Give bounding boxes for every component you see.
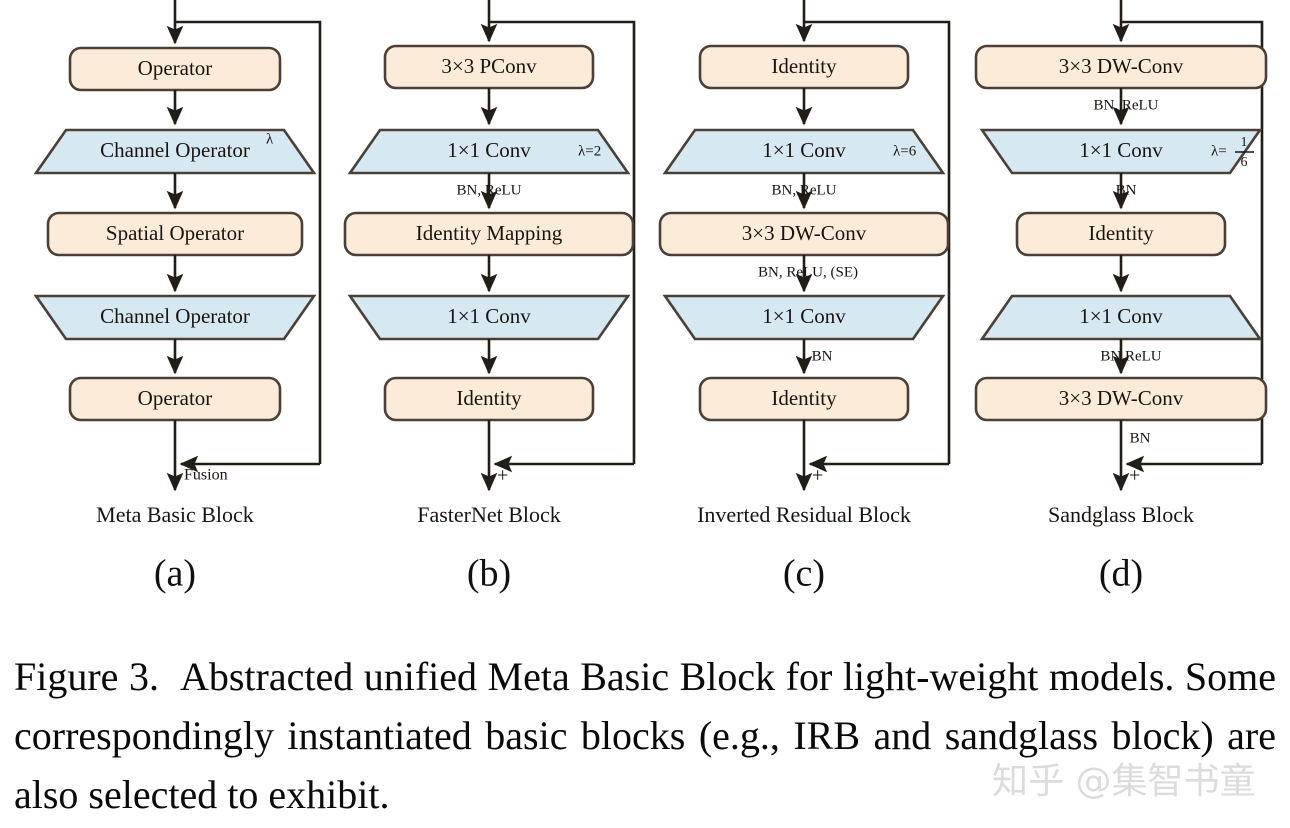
node-label: Identity [456, 386, 522, 410]
panel-letter: (c) [783, 553, 825, 595]
lambda-annotation: λ= [1211, 143, 1227, 159]
panel-letter: (a) [154, 553, 196, 595]
edge-label: BN, ReLU [457, 182, 522, 198]
residual-plus: + [1129, 465, 1140, 487]
node-label: Channel Operator [100, 304, 250, 328]
node-label: 1×1 Conv [1079, 304, 1163, 328]
panel-a-skip-path [175, 20, 322, 464]
node-label: Operator [138, 56, 213, 80]
node-conv1x1-expand[interactable] [662, 128, 946, 175]
node-conv1x1-narrow[interactable] [979, 128, 1263, 175]
figure-caption: Figure 3. Abstracted unified Meta Basic … [14, 648, 1276, 824]
residual-plus: + [497, 465, 508, 487]
panel-d: 3×3 DW-Conv BN, ReLU 1×1 Conv λ= 1 6 BN … [974, 0, 1268, 595]
node-label: Identity Mapping [416, 221, 563, 245]
node-label: 1×1 Conv [762, 304, 846, 328]
panel-a: Operator Channel Operator λ Spatial Oper… [33, 0, 322, 595]
node-label: Operator [138, 386, 213, 410]
lambda-fraction-group: λ= 1 6 [1211, 135, 1254, 170]
panel-b-skip-path [489, 20, 636, 464]
lambda-numerator: 1 [1241, 135, 1248, 150]
node-conv1x1-narrow[interactable] [662, 294, 946, 341]
lambda-denominator: 6 [1241, 155, 1248, 170]
lambda-annotation: λ=2 [578, 143, 601, 159]
node-label: 1×1 Conv [447, 304, 531, 328]
block-name: Inverted Residual Block [697, 502, 911, 527]
panel-b: 3×3 PConv 1×1 Conv λ=2 BN, ReLU Identity… [343, 0, 636, 595]
fusion-label: Fusion [184, 467, 228, 484]
node-conv1x1-expand[interactable] [347, 128, 631, 175]
panel-letter: (b) [467, 553, 511, 595]
residual-plus: + [812, 465, 823, 487]
edge-label: BN, ReLU [1094, 97, 1159, 113]
lambda-annotation: λ=6 [893, 143, 917, 159]
block-name: Sandglass Block [1048, 502, 1194, 527]
edge-label: BN [1116, 182, 1137, 198]
node-channel-operator-narrow[interactable] [33, 294, 317, 341]
edge-label: BN,ReLU [1100, 348, 1161, 364]
edge-label: BN, ReLU, (SE) [758, 264, 858, 280]
meta-basic-block-diagram: Operator Channel Operator λ Spatial Oper… [33, 0, 1268, 595]
edge-label: BN, ReLU [772, 182, 837, 198]
panel-c: Identity 1×1 Conv λ=6 BN, ReLU 3×3 DW-Co… [658, 0, 951, 595]
node-label: Identity [771, 386, 837, 410]
panel-c-skip-path [804, 20, 951, 464]
panel-letter: (d) [1099, 553, 1143, 595]
figure-caption-text: Abstracted unified Meta Basic Block for … [14, 654, 1277, 817]
node-label: Channel Operator [100, 138, 250, 162]
node-label: 1×1 Conv [1079, 138, 1163, 162]
watermark: 知乎 @集智书童 [992, 761, 1256, 802]
node-label: Spatial Operator [106, 221, 244, 245]
lambda-annotation: λ [266, 131, 274, 147]
node-label: 1×1 Conv [447, 138, 531, 162]
block-name: FasterNet Block [417, 502, 561, 527]
edge-label-tail: BN [1130, 430, 1151, 446]
node-channel-operator-expand[interactable] [33, 128, 317, 175]
figure-number: Figure 3. [14, 654, 159, 699]
node-label: 3×3 DW-Conv [742, 221, 867, 245]
node-label: 3×3 DW-Conv [1059, 386, 1184, 410]
node-conv1x1-expand[interactable] [979, 294, 1263, 341]
node-label: 3×3 PConv [441, 54, 537, 78]
block-name: Meta Basic Block [96, 502, 254, 527]
node-label: Identity [771, 54, 837, 78]
edge-label: BN [812, 348, 833, 364]
panel-d-skip-path [1121, 20, 1264, 464]
node-label: 1×1 Conv [762, 138, 846, 162]
node-label: Identity [1088, 221, 1154, 245]
node-conv1x1-narrow[interactable] [347, 294, 631, 341]
node-label: 3×3 DW-Conv [1059, 54, 1184, 78]
